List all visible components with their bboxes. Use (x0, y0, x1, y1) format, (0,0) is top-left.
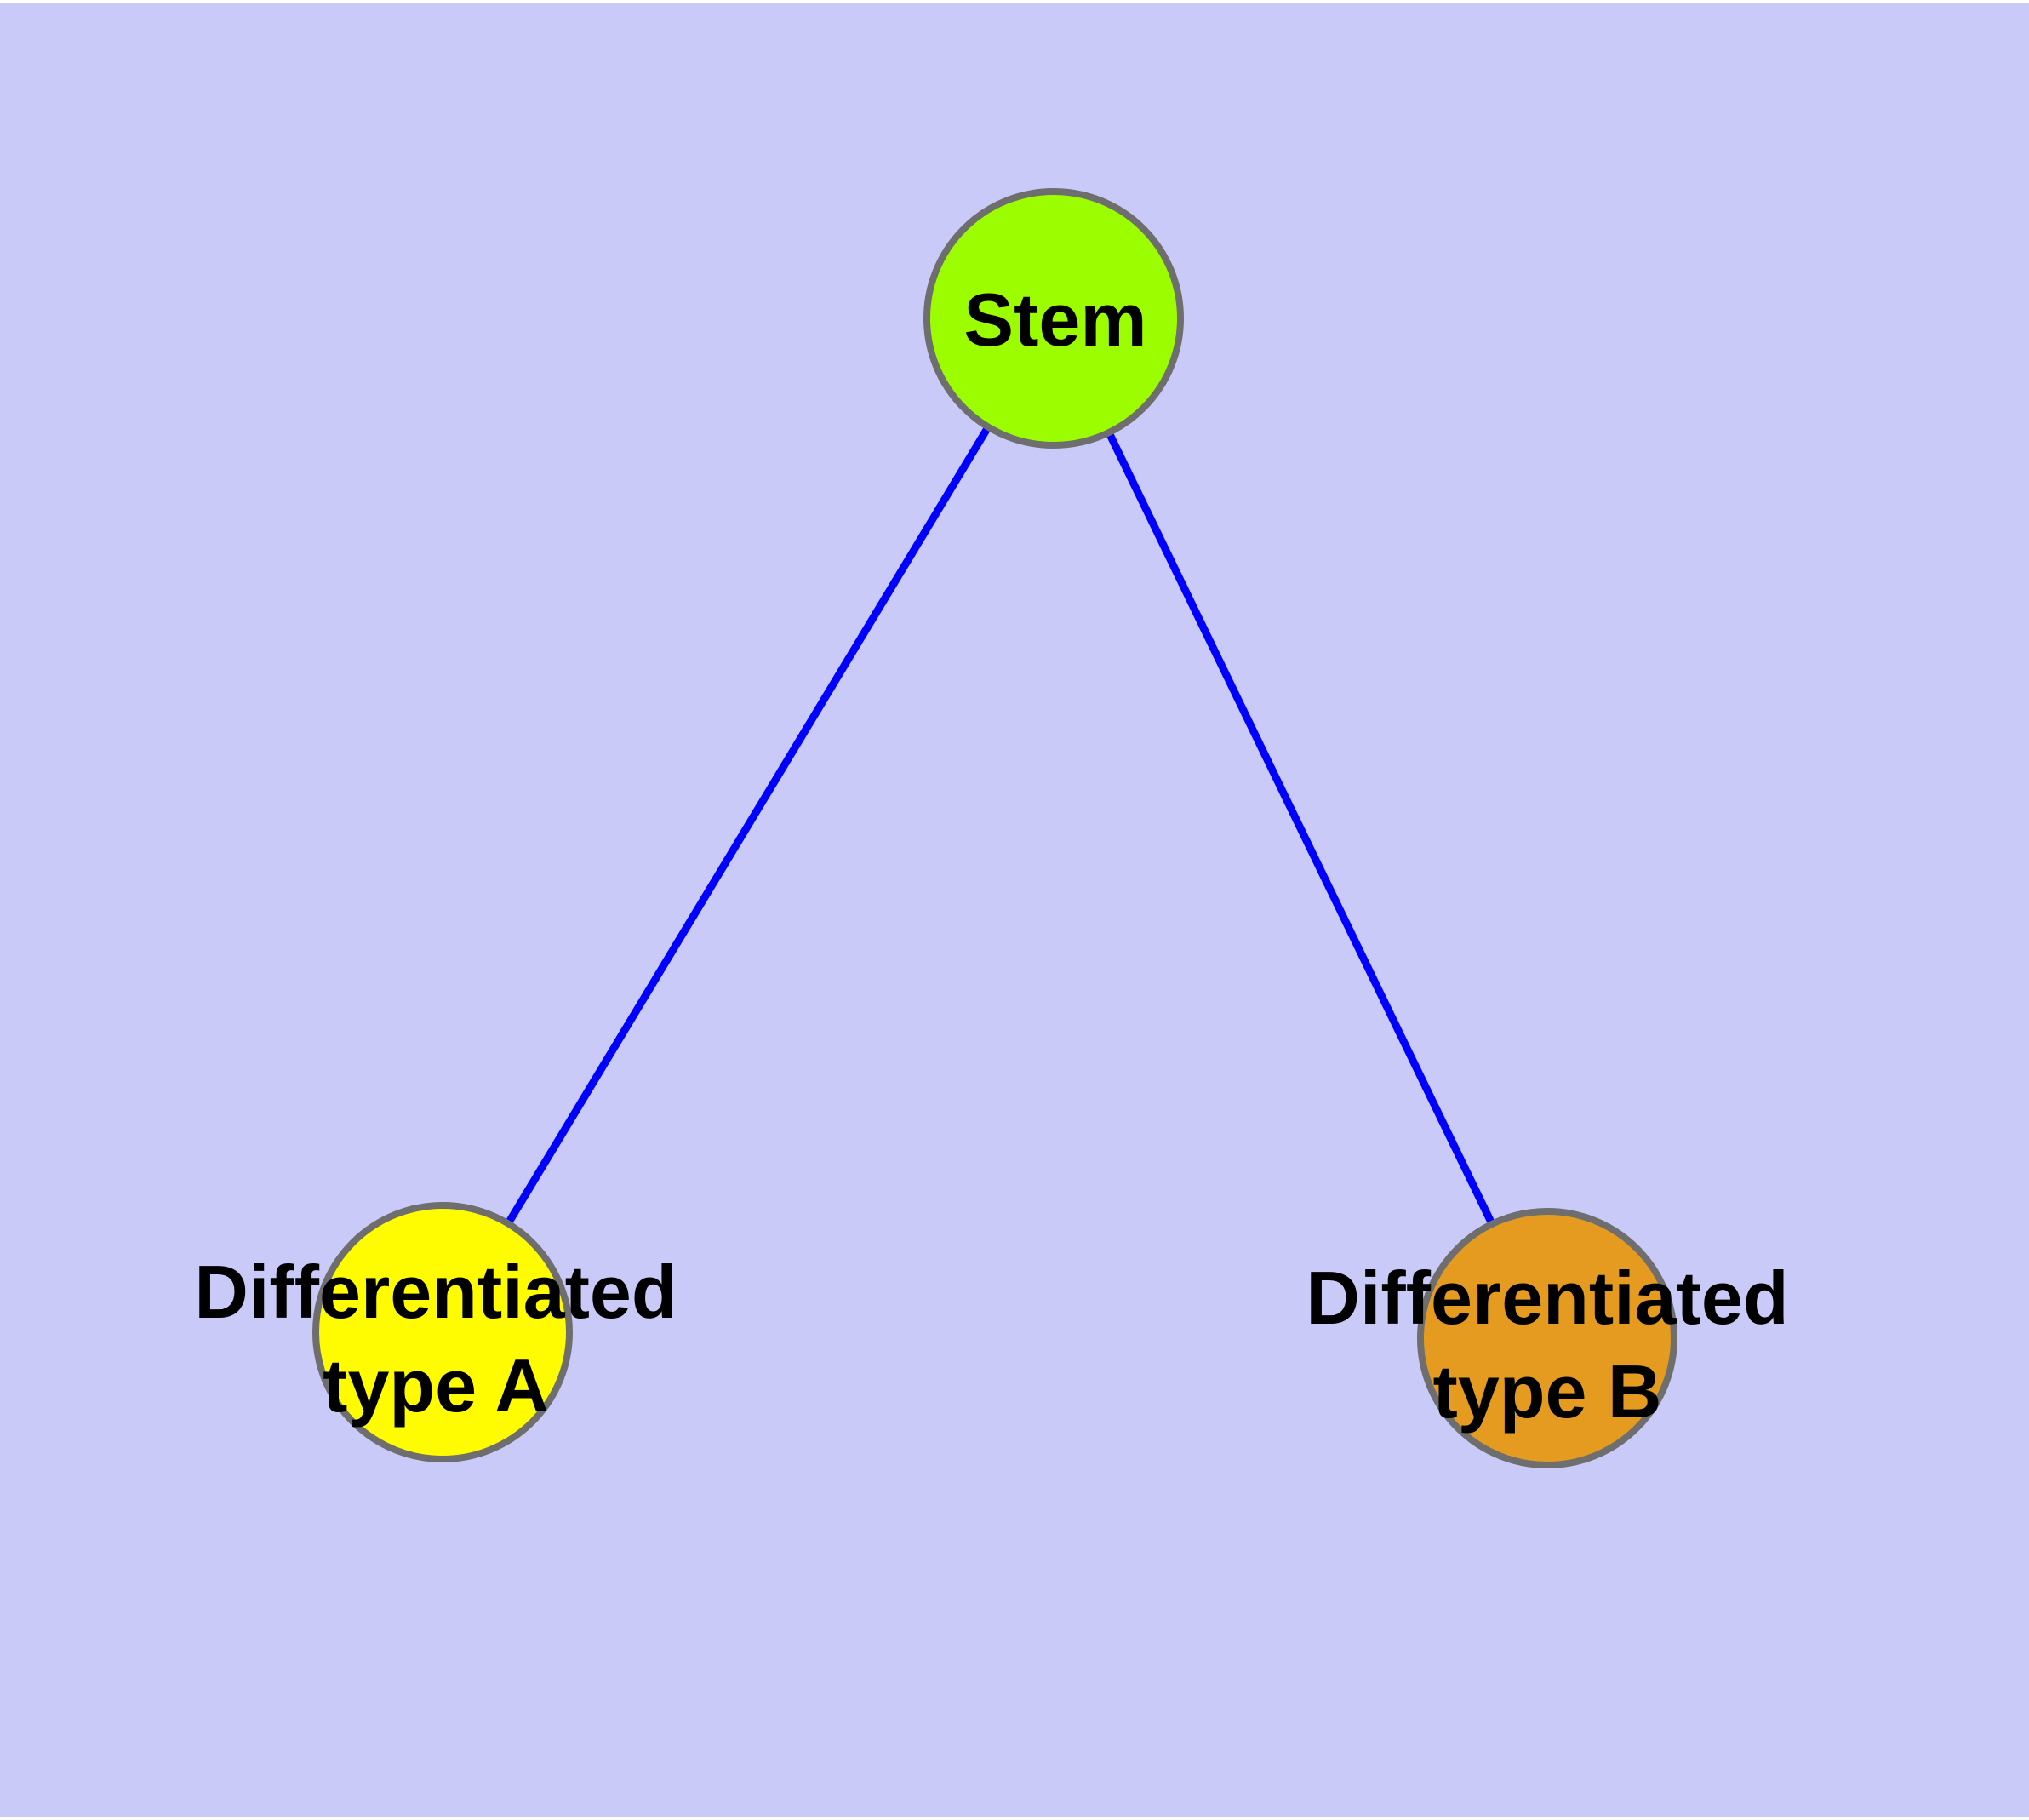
node-differentiated-type-b (1417, 1208, 1677, 1468)
edge-stem-to-type-b (1049, 317, 1552, 1340)
node-type-b-label-line2: type B (1433, 1349, 1662, 1434)
node-type-a-label-line2: type A (323, 1343, 549, 1428)
edge-stem-to-type-a (439, 316, 1057, 1335)
node-differentiated-type-a (312, 1202, 573, 1462)
node-type-a-label-line1: Differentiated (194, 1250, 677, 1334)
node-stem-label: Stem (963, 278, 1146, 362)
node-stem (923, 188, 1184, 449)
node-type-b-label-line1: Differentiated (1306, 1256, 1788, 1340)
